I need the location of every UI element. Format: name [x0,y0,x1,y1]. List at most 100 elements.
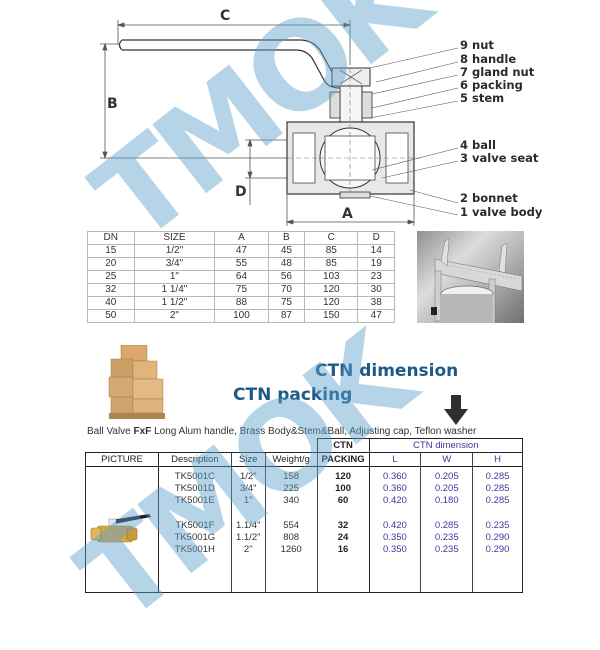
length-cell: 0.350 [383,532,407,543]
header-weight: Weight/g [265,452,318,467]
height-column: 0.285 0.285 0.285 0.235 0.290 0.290 [472,466,523,593]
cell: 56 [267,270,306,284]
description-cell: TK5001E [175,495,215,506]
header-h: H [472,452,523,467]
ctn-packing-heading: CTN packing [233,385,353,405]
table-row: 40 1 1/2" 88 75 120 38 [87,296,395,310]
cell: 2" [133,309,216,323]
brass-ball-valve-photo [90,514,151,543]
cell: 19 [357,257,395,271]
header-packing: PACKING [317,452,370,467]
cell: 20 [87,257,135,271]
height-cell: 0.285 [485,471,510,482]
table-row: 25 1" 64 56 103 23 [87,270,395,284]
weight-cell: 554 [283,520,300,531]
description-connection-type: FxF [133,426,152,437]
description-cell: TK5001H [174,544,215,555]
cell: 38 [357,296,395,310]
header-b: B [267,231,306,245]
width-cell: 0.205 [434,483,459,494]
packing-cell: 60 [337,495,349,506]
width-column: 0.205 0.205 0.180 0.285 0.235 0.235 [420,466,474,593]
packing-cell: 24 [337,532,349,543]
packing-cell: 32 [337,520,349,531]
cell: 120 [304,296,359,310]
width-cell: 0.180 [434,495,459,506]
size-column: 1/2" 3/4" 1" 1.1/4" 1.1/2" 2" [231,466,266,593]
cell: 70 [267,283,306,297]
size-cell: 1" [243,495,253,506]
length-cell: 0.420 [383,495,407,506]
part-callout-handle: 8 handle [460,52,517,66]
cell: 48 [267,257,306,271]
description-cell: TK5001C [174,471,215,482]
header-c: C [304,231,359,245]
cell: 14 [357,244,395,258]
weight-cell: 808 [283,532,300,543]
part-callout-gland-nut: 7 gland nut [460,65,535,79]
dimension-label-c: C [220,8,231,24]
header-d: D [357,231,395,245]
table-row: 15 1/2" 47 45 85 14 [87,244,395,258]
packing-cell: 16 [337,544,349,555]
cell: 103 [304,270,359,284]
group-header-ctn-dimension: CTN dimension [369,438,524,453]
height-cell: 0.235 [485,520,510,531]
header-l: L [369,452,422,467]
header-size: Size [231,452,266,467]
weight-cell: 158 [283,471,300,482]
header-w: W [420,452,474,467]
cell: 150 [304,309,359,323]
part-callout-nut: 9 nut [460,38,494,52]
packing-column: 120 100 60 32 24 16 [317,466,370,593]
product-packing-table: CTN CTN dimension PICTURE Description Si… [85,438,524,593]
dimension-table: DN SIZE A B C D 15 1/2" 47 45 85 14 20 3… [87,231,395,323]
cell: 85 [304,257,359,271]
length-cell: 0.350 [383,544,407,555]
cell: 47 [357,309,395,323]
dimension-label-a: A [342,206,353,222]
length-cell: 0.420 [383,520,407,531]
width-cell: 0.235 [434,544,459,555]
weight-cell: 1260 [280,544,302,555]
part-callout-packing: 6 packing [460,78,523,92]
cell: 1 1/2" [133,296,216,310]
height-cell: 0.290 [485,544,510,555]
table-row: 20 3/4" 55 48 85 19 [87,257,395,271]
size-cell: 1.1/2" [235,532,261,543]
cell: 40 [87,296,135,310]
caliper-photo [417,231,524,324]
description-cell: TK5001G [174,532,216,543]
width-cell: 0.235 [434,532,459,543]
group-header-ctn: CTN [316,438,370,453]
description-column: TK5001C TK5001D TK5001E TK5001F TK5001G … [158,466,232,593]
table-row: 32 1 1/4" 75 70 120 30 [87,283,395,297]
cell: 55 [214,257,269,271]
cell: 15 [87,244,135,258]
cell: 1" [133,270,216,284]
cell: 50 [87,309,135,323]
cell: 1/2" [133,244,216,258]
dimension-label-d: D [235,184,247,200]
ctn-dimension-heading: CTN dimension [315,361,459,381]
product-body-row: TK5001C TK5001D TK5001E TK5001F TK5001G … [85,466,523,593]
cell: 25 [87,270,135,284]
width-cell: 0.205 [434,471,459,482]
cell: 23 [357,270,395,284]
size-cell: 2" [243,544,253,555]
cell: 100 [214,309,269,323]
header-dn: DN [87,231,135,245]
cell: 120 [304,283,359,297]
cell: 32 [87,283,135,297]
header-description: Description [158,452,232,467]
size-cell: 3/4" [239,483,257,494]
width-cell: 0.285 [434,520,459,531]
column-header-row: PICTURE Description Size Weight/g PACKIN… [85,452,523,467]
cell: 30 [357,283,395,297]
description-cell: TK5001D [174,483,215,494]
height-cell: 0.285 [485,483,510,494]
cell: 75 [214,283,269,297]
description-cell: TK5001F [175,520,215,531]
length-cell: 0.360 [383,471,407,482]
part-callout-bonnet: 2 bonnet [460,191,518,205]
